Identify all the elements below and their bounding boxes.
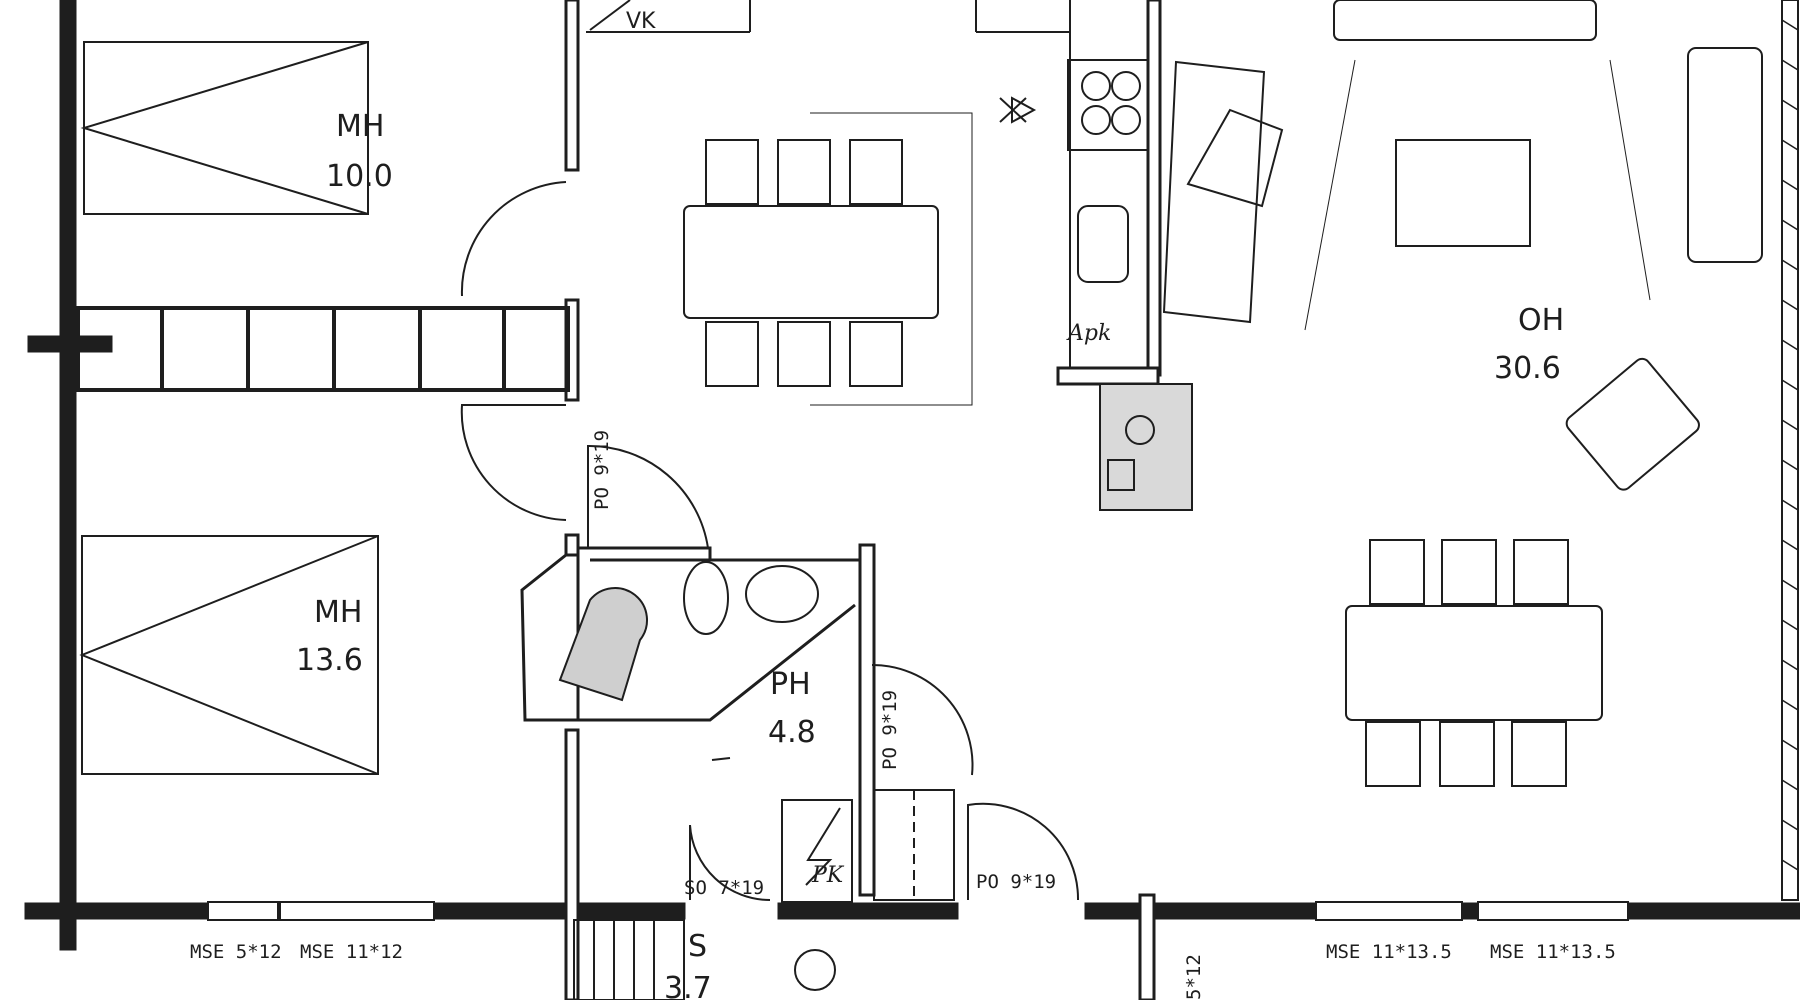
kitchen-partition [1146,0,1162,377]
bed-top [80,41,369,215]
bathroom-fixtures [558,561,819,761]
bedroom-partition-bottom [564,728,580,1000]
entry-stub-wall [1138,893,1156,1000]
dining-table-center [683,112,973,406]
door-swings [460,181,1080,902]
window-w3 [1315,901,1463,921]
door-label-po-hall: PO 9*19 [591,430,613,510]
right-wall-hatch [1781,19,1799,871]
room-oh-area: 30.6 [1494,351,1561,386]
top-stubs [586,0,1070,33]
window-label-w4: MSE 11*13.5 [1490,941,1616,963]
windows [207,901,1629,921]
window-label-w5: 5*12 [1183,954,1205,1000]
room-mh-top-area: 10.0 [326,159,393,194]
left-exterior-wall [59,0,77,951]
window-w1 [207,901,279,921]
room-mh-bottom-code: MH [314,595,362,630]
bedroom-partition-top [564,0,580,172]
room-mh-bottom-area: 13.6 [296,643,363,678]
dining-table-right [1345,539,1603,787]
bottom-wall-mid [777,902,959,920]
entry-fixtures [573,789,955,1000]
kitchen-counter [999,0,1149,368]
fireplace [1099,383,1193,511]
annotation-pk: PK [811,863,845,888]
window-label-w1: MSE 5*12 [190,941,282,963]
fireplace-ledge [1056,366,1160,386]
bed-bottom [79,535,379,775]
room-oh-code: OH [1518,303,1564,338]
living-room-furniture [1304,0,1763,491]
window-w4 [1477,901,1629,921]
right-exterior-wall [1781,0,1799,901]
window-label-w2: MSE 11*12 [300,941,403,963]
door-label-po-ph: PO 9*19 [879,690,901,770]
window-w2 [279,901,435,921]
window-label-w3: MSE 11*13.5 [1326,941,1452,963]
closet-row [76,306,570,392]
walls [24,0,1800,1000]
annotation-vk: VK [626,9,656,34]
kitchen-island [1162,60,1284,324]
left-wall-stub [27,335,113,353]
room-ph-area: 4.8 [768,715,816,750]
room-s-area: 3.7 [664,971,712,1000]
room-mh-top-code: MH [336,109,384,144]
annotation-apk: Apk [1066,321,1111,346]
room-s-code: S [688,929,707,964]
door-label-po-entry: PO 9*19 [976,871,1056,893]
room-ph-code: PH [770,667,811,702]
door-label-so: SO 7*19 [684,877,764,899]
